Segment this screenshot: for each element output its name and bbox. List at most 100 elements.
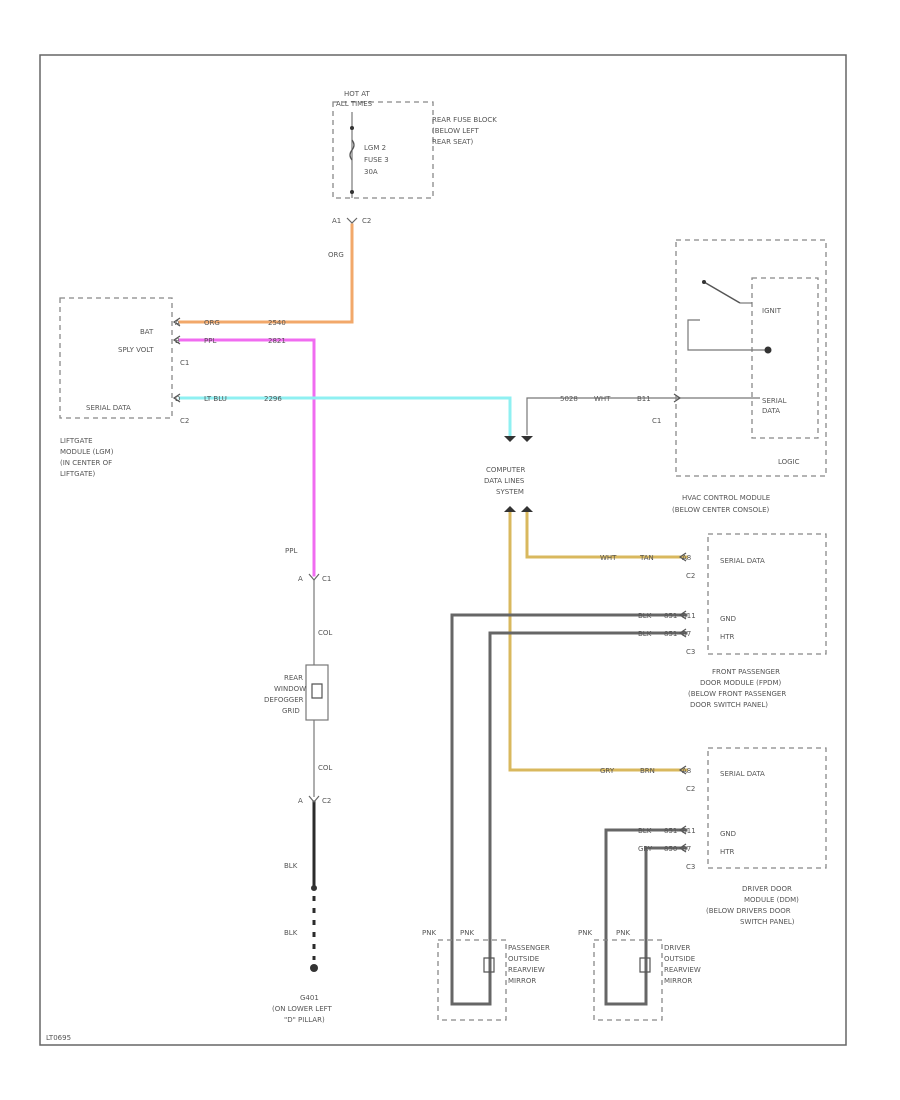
fuse-terminal bbox=[346, 217, 358, 224]
ddm-serial-wire-label: BRN bbox=[640, 767, 655, 775]
ground-g401: G401 (ON LOWER LEFT "D" PILLAR) bbox=[272, 885, 333, 1024]
fuse-name2-label: FUSE 3 bbox=[364, 156, 389, 164]
pass-mirror-heater-symbol bbox=[483, 957, 495, 973]
hvac-conn-label: C1 bbox=[652, 417, 661, 425]
ddm-pin-1: A8 bbox=[682, 767, 691, 775]
hvac-ign-node bbox=[764, 346, 772, 354]
arrow-hvac-serial bbox=[673, 393, 682, 403]
connector-arrows bbox=[172, 317, 687, 853]
ground-node-1 bbox=[311, 885, 317, 891]
fpdm-pin-2: B11 bbox=[682, 612, 696, 620]
diagram-frame bbox=[39, 54, 847, 1046]
defog-pin2-label: A bbox=[298, 797, 303, 805]
gray-wire-ddm-htr bbox=[644, 846, 688, 1006]
hvac-title-1: HVAC CONTROL MODULE bbox=[682, 494, 770, 502]
driver-outside-mirror: DRIVER OUTSIDE REARVIEW MIRROR bbox=[593, 939, 701, 1021]
ddm-pin-3: B7 bbox=[682, 845, 691, 853]
arrow-fpdm-serial bbox=[678, 552, 687, 562]
ddm-serial-circuit-label: GRY bbox=[600, 767, 615, 775]
ground-label-3: "D" PILLAR) bbox=[284, 1016, 325, 1024]
ddm-gnd-circuit-label: 851 bbox=[664, 827, 677, 835]
liftgate-title-2: MODULE (LGM) bbox=[60, 448, 114, 456]
liftgate-pin-d: D bbox=[175, 395, 180, 403]
defog-grid-symbol bbox=[311, 683, 323, 699]
drv-mirror-heater-symbol bbox=[639, 957, 651, 973]
fuse-symbol bbox=[349, 139, 355, 161]
passenger-outside-mirror: PASSENGER OUTSIDE REARVIEW MIRROR bbox=[437, 939, 550, 1021]
pass-mirror-label-2: OUTSIDE bbox=[508, 955, 539, 963]
hvac-switch-pivot bbox=[702, 280, 706, 284]
drv-mirror-label-1: DRIVER bbox=[664, 944, 691, 952]
liftgate-title-3: (IN CENTER OF bbox=[60, 459, 112, 467]
ddm-gnd-wire-label: BLK bbox=[638, 827, 652, 835]
ddm-title-1: DRIVER DOOR bbox=[742, 885, 792, 893]
org-circuit-label: 2540 bbox=[268, 319, 286, 327]
orange-wire bbox=[178, 223, 354, 324]
blk-label-2: BLK bbox=[284, 929, 298, 937]
arrow-lgm-bat bbox=[172, 317, 181, 327]
front-passenger-door-module: A8 SERIAL DATA C2 B11 GND B7 HTR C3 FRON… bbox=[682, 533, 827, 709]
blk-label-1: BLK bbox=[284, 862, 298, 870]
pass-mirror-label-1: PASSENGER bbox=[508, 944, 550, 952]
ppl-circuit-label: 2821 bbox=[268, 337, 286, 345]
gray-wire-ddm-gnd bbox=[604, 828, 688, 1006]
arrow-ddm-gnd bbox=[678, 825, 687, 835]
hvac-serial-wire bbox=[526, 397, 760, 435]
col-label-bottom: COL bbox=[318, 764, 332, 772]
arrow-ddm-htr bbox=[678, 843, 687, 853]
defog-pin-label: A bbox=[298, 575, 303, 583]
cdls-arrow-right-top bbox=[521, 436, 533, 442]
fpdm-htr-wire-label: BLK bbox=[638, 630, 652, 638]
fuse-pin-label: A1 bbox=[332, 217, 341, 225]
fuse-node-top bbox=[350, 126, 354, 130]
fuse-node-bottom bbox=[350, 190, 354, 194]
rear-fuse-block: HOT AT ALL TIMES REAR FUSE BLOCK (BELOW … bbox=[332, 90, 497, 225]
liftgate-title-4: LIFTGATE) bbox=[60, 470, 96, 478]
wht-circuit-label: 5028 bbox=[560, 395, 578, 403]
drv-mirror-label-3: REARVIEW bbox=[664, 966, 701, 974]
hvac-ignition-label: IGNIT bbox=[762, 307, 782, 315]
ddm-pin-2: B11 bbox=[682, 827, 696, 835]
fpdm-gnd-circuit-label: 851 bbox=[664, 612, 677, 620]
ground-label-1: G401 bbox=[300, 994, 319, 1002]
rear-window-defogger: A C1 REAR WINDOW DEFOGGER GRID A C2 bbox=[264, 573, 331, 805]
fpdm-title-4: DOOR SWITCH PANEL) bbox=[690, 701, 768, 709]
arrow-ddm-serial bbox=[678, 765, 687, 775]
hvac-title-2: (BELOW CENTER CONSOLE) bbox=[672, 506, 770, 514]
defog-label-4: GRID bbox=[282, 707, 300, 715]
tan-wire-color-label: TAN bbox=[639, 554, 654, 562]
hvac-serial-label-2: DATA bbox=[762, 407, 780, 415]
cdls-arrow-right-bottom bbox=[521, 506, 533, 512]
liftgate-bat-label: BAT bbox=[140, 328, 154, 336]
cyan-wire bbox=[178, 396, 512, 437]
mirror-p-label-2: PNK bbox=[460, 929, 474, 937]
fpdm-conn3-label: C3 bbox=[686, 648, 695, 656]
ppl-label: PPL bbox=[285, 547, 297, 555]
ddm-title-2: MODULE (DDM) bbox=[744, 896, 799, 904]
defog-conn-label: C1 bbox=[322, 575, 331, 583]
footer-code: LT0695 bbox=[46, 1034, 71, 1042]
org-wire-color-label: ORG bbox=[204, 319, 220, 327]
ltblu-circuit-label: 2296 bbox=[264, 395, 282, 403]
drv-mirror-label-2: OUTSIDE bbox=[664, 955, 695, 963]
fpdm-gnd-label: GND bbox=[720, 615, 736, 623]
hvac-ign-return bbox=[687, 319, 766, 351]
liftgate-module: A B D BAT SPLY VOLT C1 SERIAL DATA C2 LI… bbox=[59, 297, 189, 478]
wht-wire-color-label: WHT bbox=[594, 395, 611, 403]
ddm-conn3-label: C3 bbox=[686, 863, 695, 871]
liftgate-pin-b: B bbox=[175, 337, 180, 345]
fuse-block-label: REAR FUSE BLOCK bbox=[432, 116, 497, 124]
fuse-amps-label: 30A bbox=[364, 168, 378, 176]
fuse-loc1-label: (BELOW LEFT bbox=[432, 127, 479, 135]
hvac-logic-label: LOGIC bbox=[778, 458, 800, 466]
ddm-htr-circuit-label: 850 bbox=[664, 845, 677, 853]
tan-circuit-label: WHT bbox=[600, 554, 617, 562]
liftgate-c1-label: C1 bbox=[180, 359, 189, 367]
liftgate-pin-a: A bbox=[175, 319, 180, 327]
fpdm-title-1: FRONT PASSENGER bbox=[712, 668, 780, 676]
ddm-gnd-label: GND bbox=[720, 830, 736, 838]
tan-wire-fpdm bbox=[525, 510, 688, 559]
fpdm-pin-1: A8 bbox=[682, 554, 691, 562]
ddm-htr-label: HTR bbox=[720, 848, 735, 856]
